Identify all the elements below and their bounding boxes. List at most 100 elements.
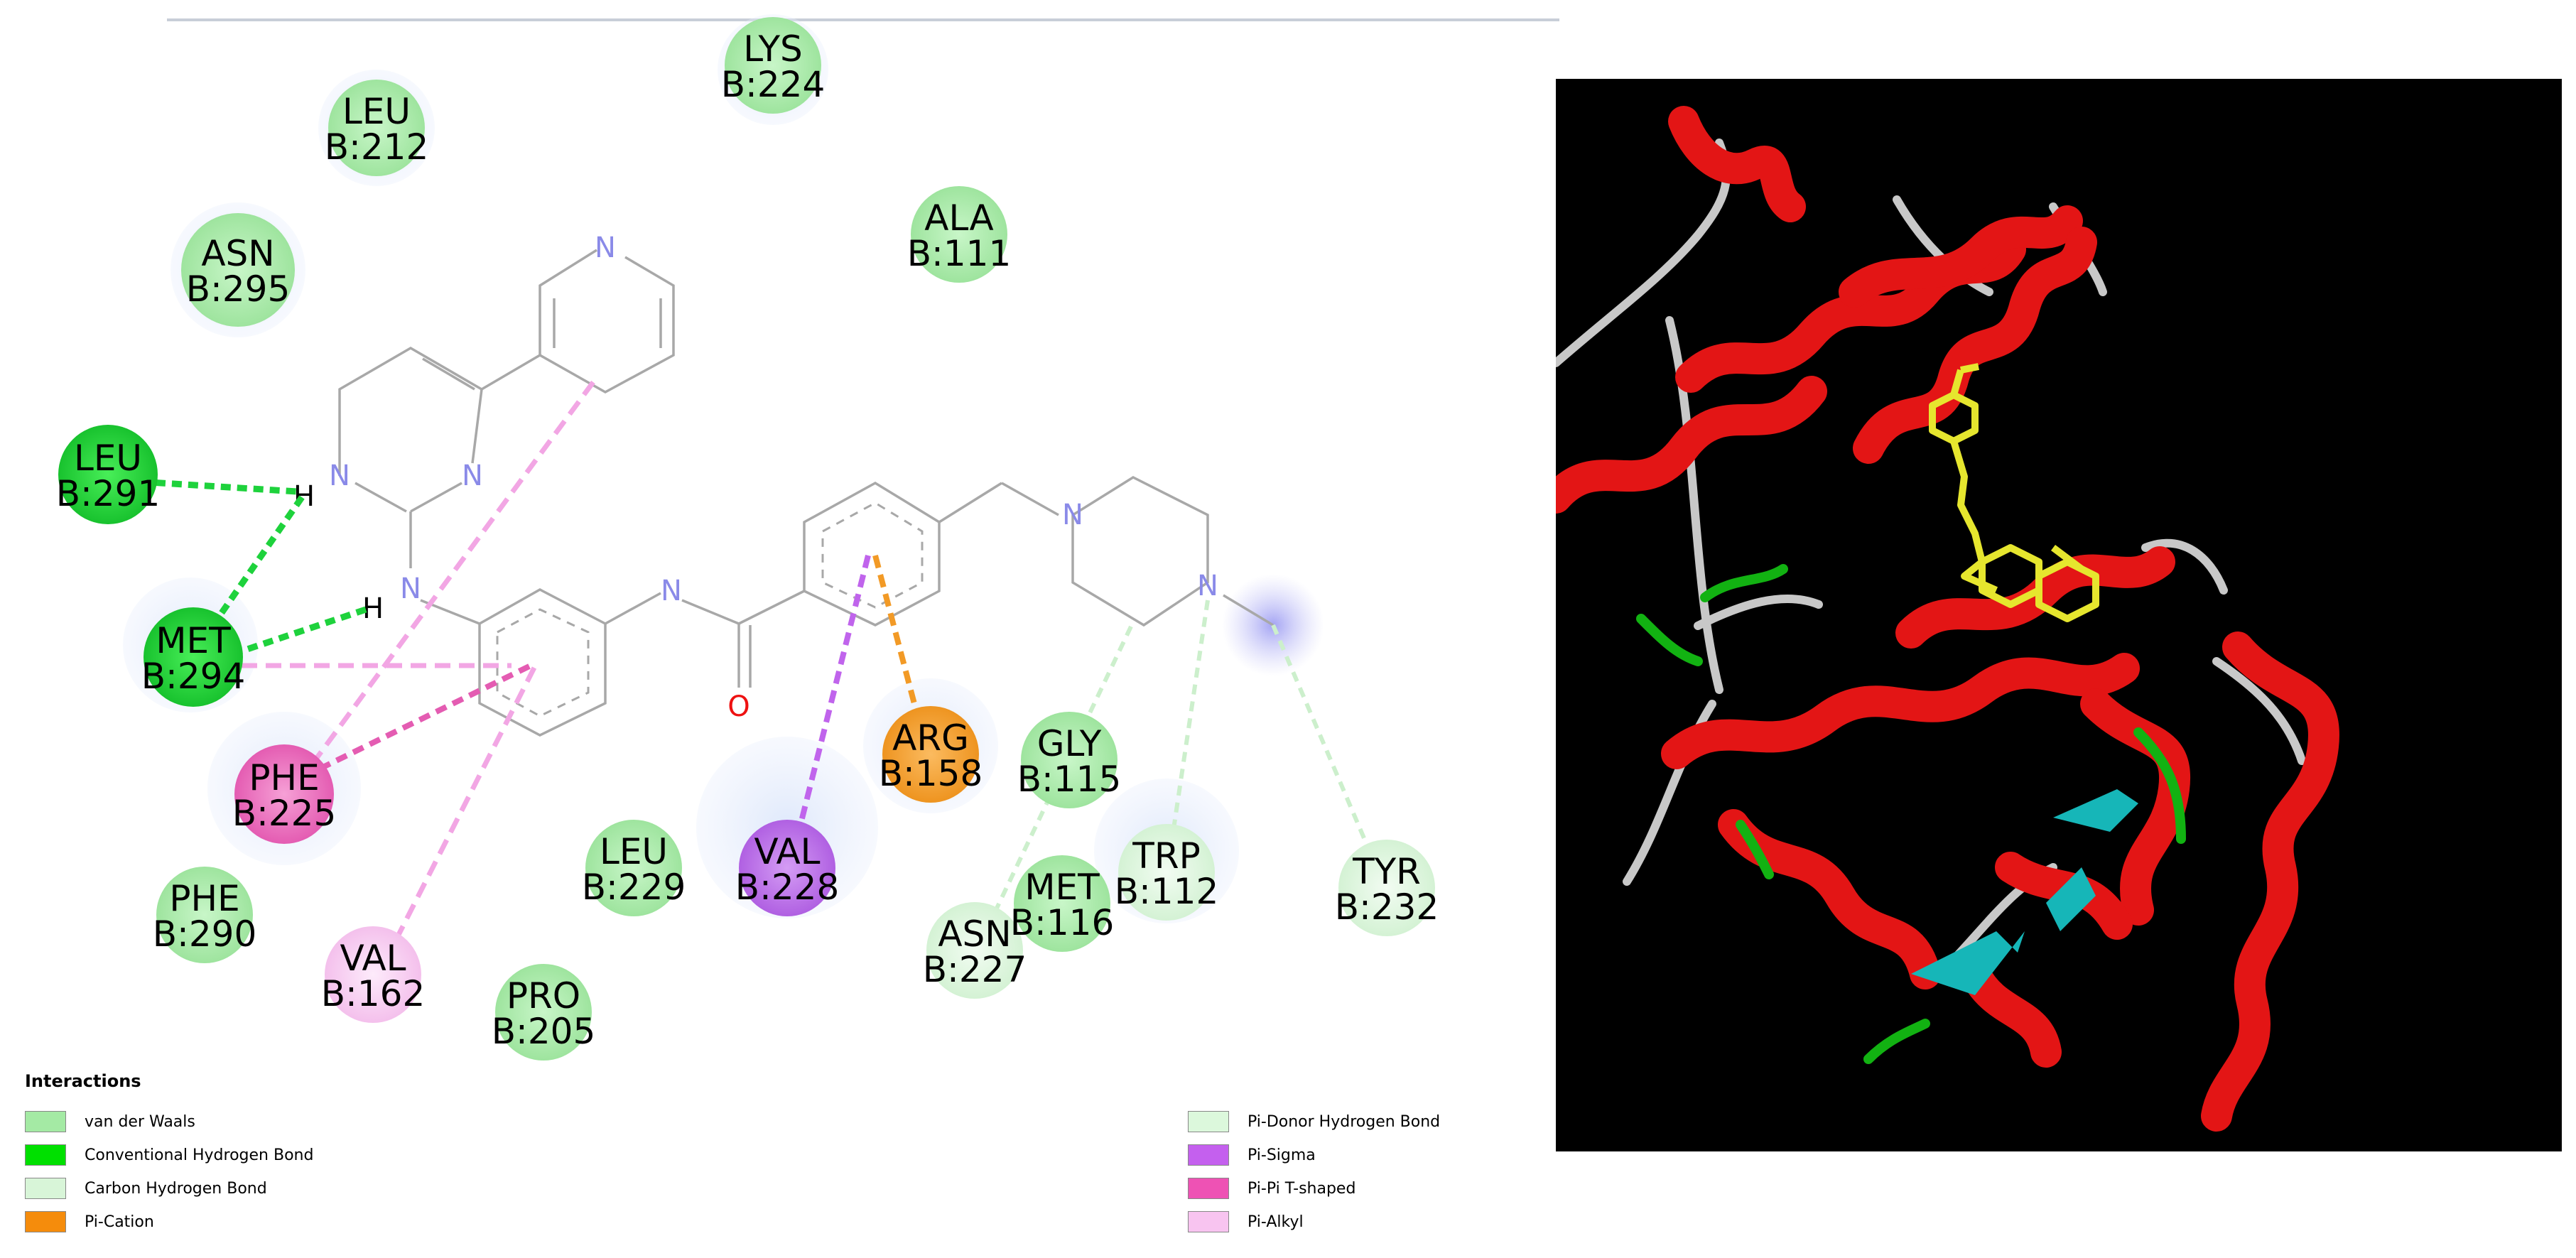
legend-item-hbond: Conventional Hydrogen Bond bbox=[25, 1143, 313, 1167]
turn bbox=[2133, 727, 2186, 844]
legend-swatch bbox=[25, 1178, 66, 1199]
atom-n: N bbox=[462, 460, 483, 492]
bond bbox=[738, 590, 805, 625]
residue-name: ASN bbox=[201, 233, 274, 274]
legend-item-pi-alkyl: Pi-Alkyl bbox=[1188, 1210, 1304, 1234]
ring-pyrimidine bbox=[338, 346, 483, 476]
residue-circle bbox=[495, 964, 592, 1061]
legend-swatch bbox=[1188, 1144, 1229, 1166]
legend-label: Pi-Cation bbox=[85, 1213, 154, 1231]
legend-item-pi-cation: Pi-Cation bbox=[25, 1210, 154, 1234]
helix bbox=[1959, 958, 2062, 1068]
hbond-line bbox=[139, 478, 298, 495]
pisigma-line bbox=[794, 555, 871, 839]
bond bbox=[605, 592, 661, 625]
ligand-3d bbox=[1929, 363, 2099, 622]
residue-circle bbox=[156, 867, 253, 963]
helix bbox=[2201, 631, 2339, 1132]
residue-chain: B:112 bbox=[1115, 871, 1219, 912]
residue-name: LEU bbox=[600, 831, 668, 872]
bond bbox=[938, 482, 1002, 524]
helix bbox=[1853, 227, 2097, 464]
hbond-line bbox=[210, 495, 305, 627]
legend-swatch bbox=[1188, 1211, 1229, 1232]
atom-labels: N N N N N N N H H O bbox=[293, 232, 1218, 723]
atom-n: N bbox=[400, 573, 421, 605]
residue-circle bbox=[926, 902, 1023, 999]
bond bbox=[410, 482, 462, 513]
residue-name: VAL bbox=[340, 938, 406, 979]
coil bbox=[2141, 538, 2228, 595]
residue-circle bbox=[725, 17, 821, 114]
residue-chain: B:212 bbox=[325, 126, 429, 168]
aromatic-inner bbox=[821, 501, 924, 609]
legend-label: Pi-Alkyl bbox=[1248, 1213, 1304, 1231]
residue-name: ALA bbox=[924, 197, 993, 239]
residue-circle bbox=[739, 820, 835, 916]
residue-name: ARG bbox=[892, 717, 969, 759]
residue-chain: B:162 bbox=[321, 973, 426, 1014]
sheet bbox=[1911, 931, 2025, 995]
hbond-line bbox=[233, 606, 367, 657]
atom-n: N bbox=[1197, 570, 1218, 602]
residue-nodes: LEUB:212LYSB:224ALAB:111ASNB:295LEUB:291… bbox=[56, 17, 1439, 1061]
residue-name: LEU bbox=[74, 438, 142, 479]
atom-n: N bbox=[595, 232, 616, 264]
helix bbox=[1895, 546, 2175, 649]
sheet bbox=[2046, 867, 2096, 931]
residue-name: LYS bbox=[743, 28, 803, 70]
legend-label: Pi-Pi T-shaped bbox=[1248, 1179, 1356, 1198]
residue-name: TRP bbox=[1132, 835, 1200, 877]
legend-item-carbon-hbond: Carbon Hydrogen Bond bbox=[25, 1176, 267, 1200]
legend-item-vdw: van der Waals bbox=[25, 1110, 195, 1134]
residue-chain: B:158 bbox=[879, 753, 983, 794]
residue-circle bbox=[58, 425, 158, 524]
coil bbox=[1694, 594, 1823, 630]
residue-circle bbox=[1338, 840, 1435, 936]
pialkyl-line bbox=[395, 666, 537, 938]
legend-item-pi-donor: Pi-Donor Hydrogen Bond bbox=[1188, 1110, 1440, 1134]
residue-chain: B:295 bbox=[186, 269, 291, 310]
ligand-bond bbox=[1950, 369, 1964, 396]
carbon-hbond-line bbox=[1170, 600, 1210, 839]
helix bbox=[1839, 205, 2083, 308]
bond bbox=[422, 357, 475, 391]
carbon-hbond-line bbox=[1271, 624, 1377, 864]
ring-benzene-2 bbox=[803, 481, 941, 627]
residue-circle bbox=[1021, 712, 1117, 808]
alpha-helices bbox=[1556, 106, 2339, 1132]
residue-circle bbox=[234, 744, 334, 844]
turn bbox=[1863, 1019, 1930, 1064]
residue-chain: B:232 bbox=[1335, 886, 1439, 928]
atom-n: N bbox=[1062, 499, 1083, 531]
ligand-bond bbox=[1960, 363, 1979, 374]
ligand-chain bbox=[1950, 440, 1998, 594]
ring-pyridine bbox=[539, 256, 675, 394]
residue-chain: B:228 bbox=[735, 867, 840, 908]
atom-n: N bbox=[661, 575, 682, 607]
helix bbox=[1668, 106, 1806, 222]
residue-chain: B:116 bbox=[1010, 902, 1115, 943]
residue-name: MET bbox=[1024, 867, 1100, 908]
aromatic-inner bbox=[496, 608, 590, 717]
helix bbox=[1718, 809, 1941, 989]
residue-circle bbox=[325, 926, 421, 1023]
residue-circle bbox=[585, 820, 682, 916]
legend-swatch bbox=[1188, 1111, 1229, 1132]
helix bbox=[1661, 653, 2140, 769]
residue-chain: B:291 bbox=[56, 473, 161, 514]
residue-chain: B:205 bbox=[492, 1011, 596, 1052]
bond bbox=[1001, 482, 1059, 516]
residue-name: ASN bbox=[938, 913, 1011, 955]
